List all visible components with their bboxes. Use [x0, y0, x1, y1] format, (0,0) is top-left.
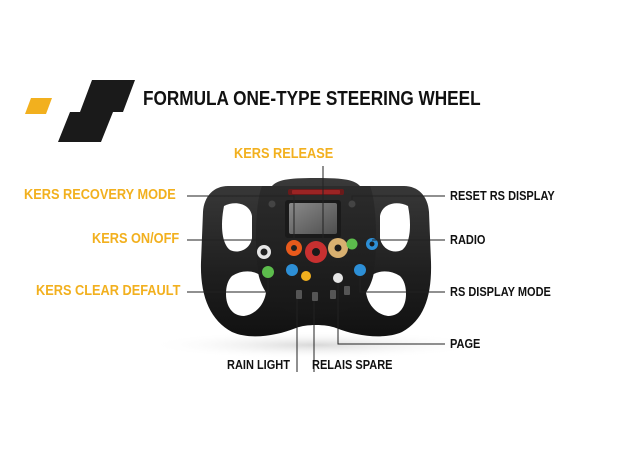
logo-accent-tile: [25, 98, 52, 114]
callout-kers-release: KERS RELEASE: [234, 146, 334, 162]
leader-reset-rs-display: [351, 195, 445, 200]
logo-dark-tile-upper: [80, 80, 135, 112]
wheel-left-lower-opening: [226, 271, 267, 316]
lower-switch-right[interactable]: [330, 290, 336, 299]
rs-display-mode-button[interactable]: [354, 264, 366, 276]
green-button[interactable]: [346, 238, 358, 250]
wheel-floor-shadow: [146, 331, 486, 359]
callout-relais-spare: RELAIS SPARE: [312, 358, 393, 372]
blue-lower-button[interactable]: [286, 264, 298, 276]
engine-map-rotary-inner: [312, 248, 320, 256]
lower-switch-far-right[interactable]: [344, 286, 350, 295]
kers-release-rotary-inner: [334, 244, 342, 252]
callout-kers-clear-default: KERS CLEAR DEFAULT: [36, 283, 181, 299]
radio-button-inner: [369, 241, 375, 247]
leader-kers-on-off: [187, 239, 265, 245]
kers-on-off-button-inner: [260, 248, 268, 256]
leader-page: [337, 283, 445, 345]
leader-kers-clear-default: [187, 278, 269, 293]
relais-spare-switch[interactable]: [312, 292, 318, 301]
reset-rs-display-button[interactable]: [348, 200, 356, 208]
callout-rs-display-mode: RS DISPLAY MODE: [450, 285, 551, 299]
page-title: FORMULA ONE-TYPE STEERING WHEEL: [143, 88, 481, 110]
wheel-right-lower-opening: [365, 271, 406, 316]
callout-kers-on-off: KERS ON/OFF: [92, 231, 180, 247]
page-button[interactable]: [333, 273, 343, 283]
callout-rain-light: RAIN LIGHT: [227, 358, 290, 372]
callout-reset-rs-display: RESET RS DISPLAY: [450, 189, 555, 203]
steering-wheel: [200, 178, 432, 337]
leader-lines: [187, 166, 445, 372]
rain-light-switch[interactable]: [296, 290, 302, 299]
shift-light-strip-glow: [292, 190, 340, 194]
rs-display-glass: [289, 203, 337, 234]
logo-dark-tile-lower: [58, 112, 113, 142]
callout-kers-recovery-mode: KERS RECOVERY MODE: [24, 187, 176, 203]
callout-radio: RADIO: [450, 233, 486, 247]
yellow-lower-button[interactable]: [301, 271, 311, 281]
leader-kers-recovery-mode: [187, 195, 295, 240]
kers-clear-default-button[interactable]: [262, 266, 274, 278]
display-side-button-left[interactable]: [268, 200, 276, 208]
kers-recovery-rotary-inner: [291, 245, 297, 251]
brand-logo: [25, 80, 135, 142]
leader-rs-display-mode: [359, 276, 445, 293]
callout-page: PAGE: [450, 337, 481, 351]
wheel-left-opening: [222, 203, 252, 252]
wheel-right-opening: [380, 203, 410, 252]
